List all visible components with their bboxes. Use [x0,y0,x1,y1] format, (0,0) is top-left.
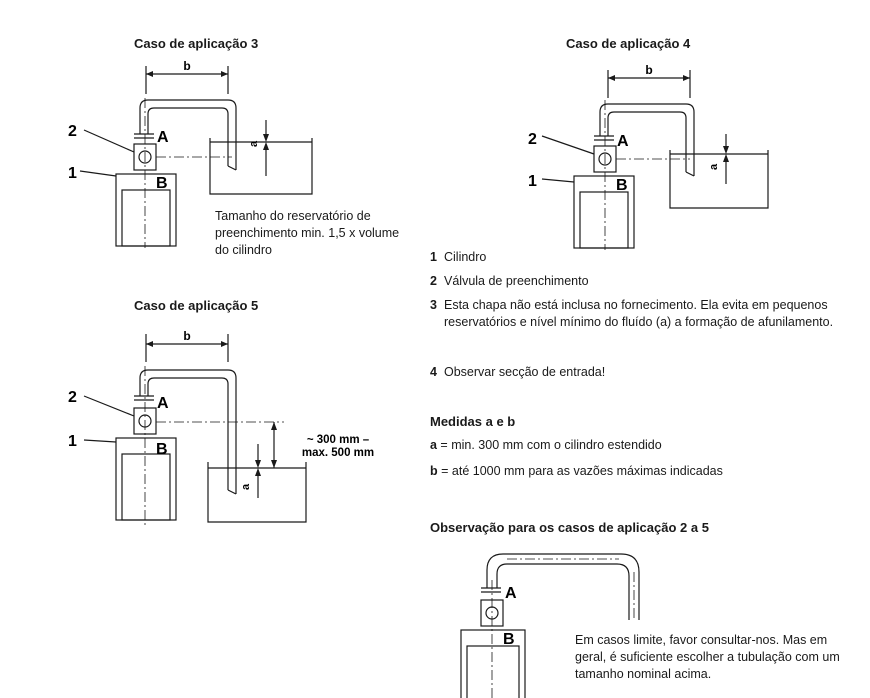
legend-item: 2 Válvula de preenchimento [430,274,589,288]
case5-label-1: 1 [68,433,77,450]
case5-diagram: b a A B 2 1 ~ 300 mm – max. 500 mm [68,329,374,528]
observation-title: Observação para os casos de aplicação 2 … [430,520,709,535]
case5-dim-line1: ~ 300 mm – [307,434,370,446]
case5-dim-line2: max. 500 mm [302,447,374,459]
case4-label-2: 2 [528,131,537,148]
case5-label-2: 2 [68,389,77,406]
case4-label-B: B [616,177,628,194]
case3-diagram: b a A B 2 1 [68,59,313,248]
case3-label-B: B [156,175,168,192]
case3-label-1: 1 [68,165,77,182]
case4-label-1: 1 [528,173,537,190]
case4-diagram: b a A B 2 1 [528,63,769,250]
case5-title: Caso de aplicação 5 [134,298,259,313]
legend-item: 4 Observar secção de entrada! [430,365,606,379]
legend-item: 1 Cilindro [430,250,487,264]
observation-label-A: A [505,585,517,602]
observation-diagram: A B [460,553,640,698]
case5-label-A: A [157,395,169,412]
observation-label-B: B [503,631,515,648]
case4-label-a: a [708,163,720,170]
case3-label-b: b [183,59,190,73]
measure-a: a = min. 300 mm com o cilindro estendido [430,438,662,452]
case5-label-b: b [183,329,190,343]
legend-item: 3 Esta chapa não está inclusa no forneci… [430,298,834,329]
measures-title: Medidas a e b [430,414,516,429]
case4-label-A: A [617,133,629,150]
case5-label-B: B [156,441,168,458]
case3-title: Caso de aplicação 3 [134,36,259,51]
case3-label-a: a [248,140,260,147]
case4-label-b: b [645,63,652,77]
case3-label-A: A [157,129,169,146]
case3-note: Tamanho do reservatório de preenchimento… [215,209,400,257]
observation-text: Em casos limite, favor consultar-nos. Ma… [575,633,840,681]
measure-b: b = até 1000 mm para as vazões máximas i… [430,464,723,478]
case3-label-2: 2 [68,123,77,140]
case5-label-a: a [240,483,252,490]
case4-title: Caso de aplicação 4 [566,36,691,51]
